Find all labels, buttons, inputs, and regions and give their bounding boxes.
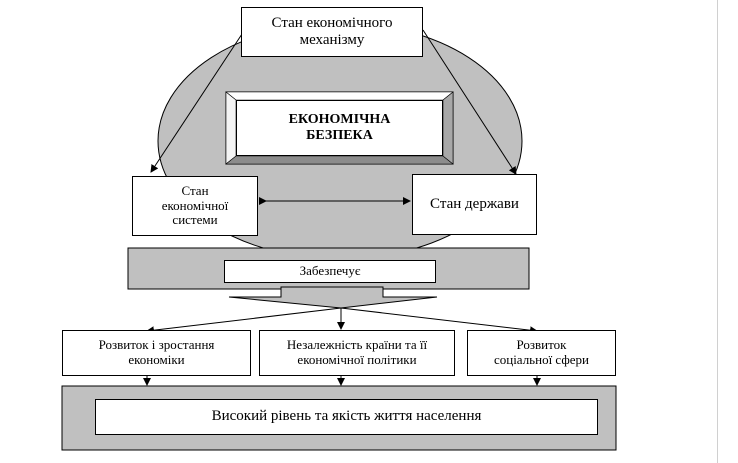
center-frame-bevel-top bbox=[225, 91, 454, 101]
arrow-to-outcome-1 bbox=[146, 307, 342, 335]
center-frame-bevel-bottom bbox=[225, 155, 454, 165]
ensures-funnel bbox=[228, 286, 438, 309]
outcome-economic-growth: Розвиток і зростання економіки bbox=[62, 330, 251, 376]
arrow-to-outcome-3 bbox=[340, 307, 538, 335]
mechanism-state-box: Стан економічного механізму bbox=[241, 7, 423, 57]
state-of-country-box: Стан держави bbox=[412, 174, 537, 235]
arrow-top-to-right bbox=[422, 29, 517, 175]
page-edge-line bbox=[717, 0, 718, 463]
center-frame-bevel-right bbox=[442, 91, 454, 165]
economic-security-title: ЕКОНОМІЧНА БЕЗПЕКА bbox=[236, 100, 443, 156]
center-frame-bevel-left bbox=[225, 91, 237, 165]
arrow-top-to-left bbox=[150, 33, 243, 173]
economic-system-state-box: Стан економічної системи bbox=[132, 176, 258, 236]
high-living-standard-box: Високий рівень та якість життя населення bbox=[95, 399, 598, 435]
outcome-country-independence: Незалежність країни та її економічної по… bbox=[259, 330, 455, 376]
ensures-label: Забезпечує bbox=[224, 260, 436, 283]
outcome-social-development: Розвиток соціальної сфери bbox=[467, 330, 616, 376]
